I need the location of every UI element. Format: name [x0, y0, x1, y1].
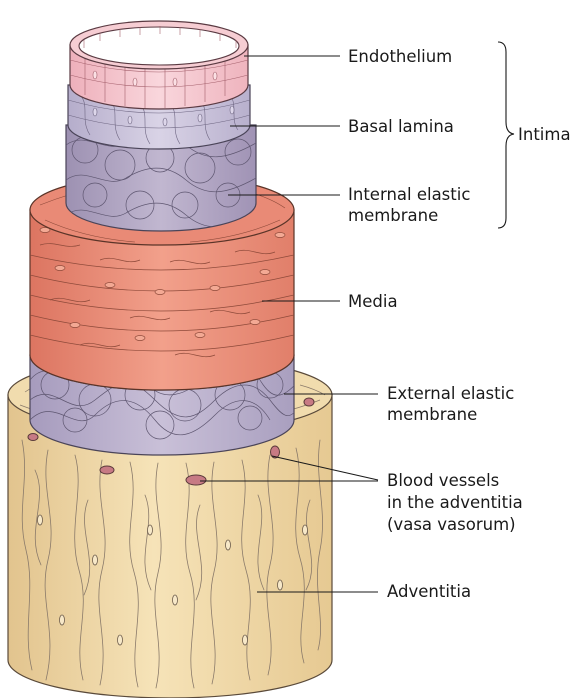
- label-endothelium: Endothelium: [348, 47, 452, 66]
- label-external-elastic-membrane-line1: External elastic: [387, 384, 514, 403]
- label-intima: Intima: [518, 125, 571, 144]
- label-basal-lamina: Basal lamina: [348, 117, 454, 136]
- label-blood-vessels-line1: Blood vessels: [387, 471, 499, 490]
- label-external-elastic-membrane-line2: membrane: [387, 405, 477, 424]
- label-internal-elastic-membrane-line1: Internal elastic: [348, 185, 470, 204]
- label-media: Media: [348, 292, 398, 311]
- label-internal-elastic-membrane-line2: membrane: [348, 206, 438, 225]
- label-blood-vessels-line3: (vasa vasorum): [387, 515, 516, 534]
- endothelium-layer: [70, 21, 248, 109]
- label-blood-vessels-line2: in the adventitia: [387, 493, 523, 512]
- label-adventitia: Adventitia: [387, 582, 471, 601]
